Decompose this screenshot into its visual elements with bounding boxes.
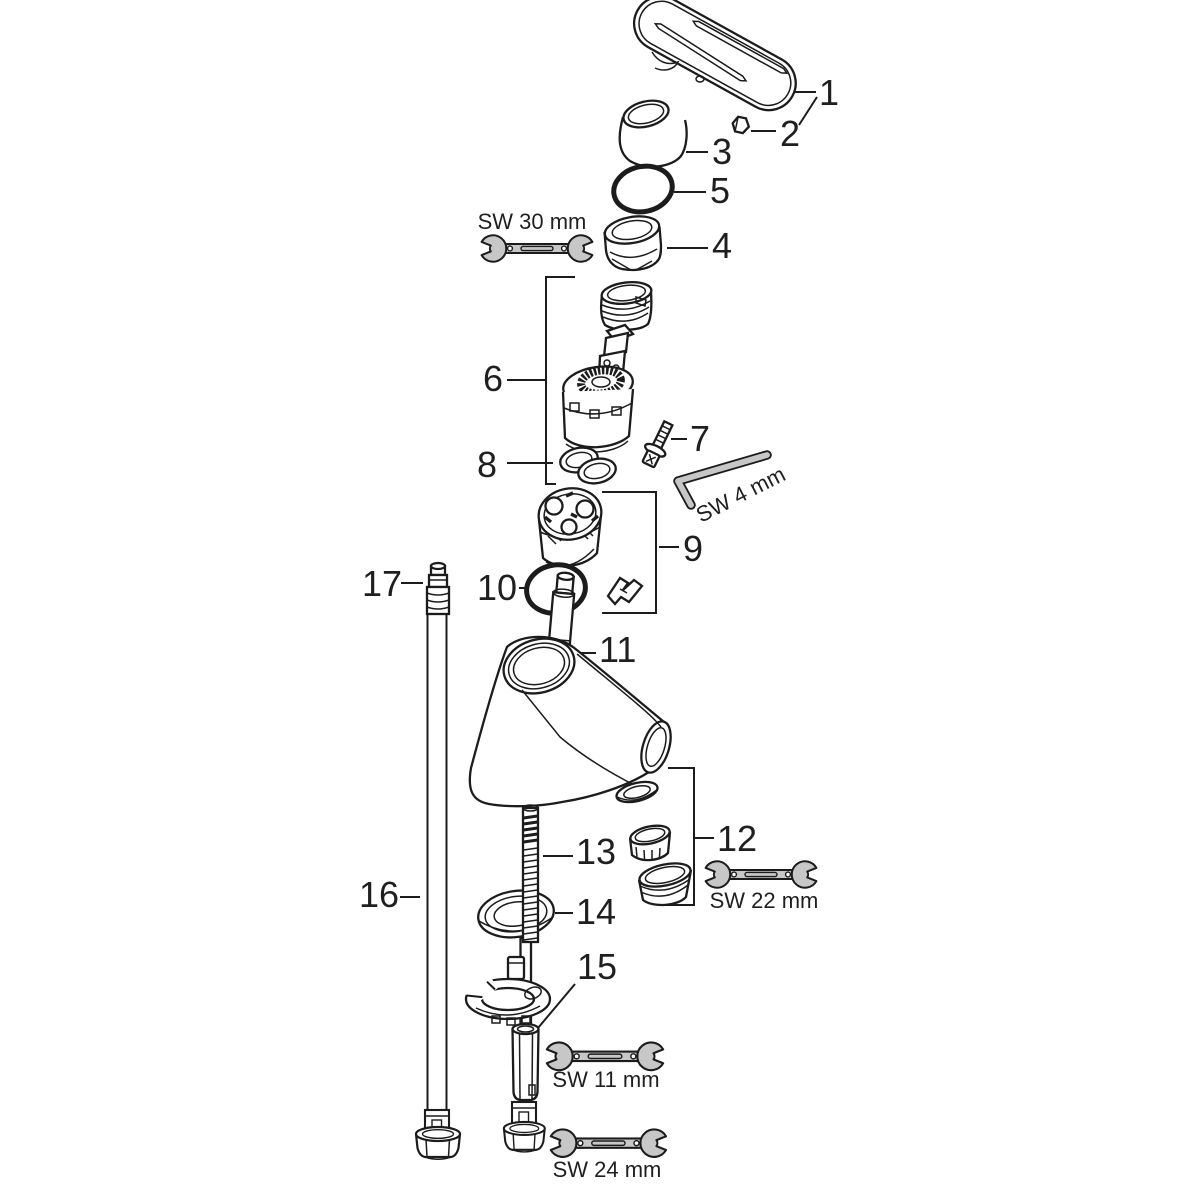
open-end-wrench-icon — [704, 860, 818, 889]
mounting-set — [460, 955, 552, 1153]
faucet-body — [468, 635, 672, 808]
fixing-screw — [641, 419, 674, 469]
tool-sw11-label: SW 11 mm — [552, 1067, 659, 1092]
callout-16-label: 16 — [359, 874, 399, 915]
callout-14-label: 14 — [576, 891, 616, 932]
aerator-group — [615, 780, 693, 907]
aerator-shell — [637, 862, 693, 907]
hose-nut-left — [414, 1125, 462, 1161]
handle-lever — [632, 0, 797, 112]
callout-5-label: 5 — [710, 170, 730, 211]
tool-sw22: SW 22 mm — [704, 860, 819, 913]
handle-sleeve — [618, 99, 688, 168]
callout-9-label: 9 — [683, 528, 703, 569]
non-return-valve — [537, 487, 644, 606]
bracket-part6 — [545, 276, 575, 485]
retaining-nut — [603, 215, 663, 272]
supply-hose — [414, 561, 462, 1161]
cartridge-group — [561, 280, 653, 453]
callout-3-label: 3 — [712, 131, 732, 172]
tool-sw11: SW 11 mm — [545, 1041, 665, 1092]
tool-sw30: SW 30 mm — [478, 209, 594, 263]
hose-tube — [426, 614, 448, 1110]
bracket-part9 — [602, 491, 657, 614]
tool-sw24-label: SW 24 mm — [553, 1157, 662, 1182]
open-end-wrench-icon — [549, 1128, 668, 1158]
cartridge-thread-ring — [599, 280, 653, 331]
pin-plug — [731, 115, 751, 135]
callout-12-label: 12 — [717, 818, 757, 859]
callout-8-label: 8 — [477, 444, 497, 485]
callout-7-label: 7 — [690, 418, 710, 459]
callout-labels: 1 2 3 5 4 6 7 8 9 10 11 17 12 13 14 16 1… — [359, 72, 839, 987]
leader-lines — [400, 91, 818, 1029]
open-end-wrench-icon — [480, 234, 594, 263]
callout-1-label: 1 — [819, 72, 839, 113]
hose-hex-adapter — [511, 1022, 540, 1102]
cartridge-body — [561, 323, 635, 453]
hex-key-icon — [673, 450, 772, 510]
hose-top-connector — [425, 561, 451, 616]
callout-10-label: 10 — [477, 567, 517, 608]
aerator-insert — [628, 824, 672, 862]
callout-11-label: 11 — [599, 629, 636, 670]
hose-nut-mid — [502, 1120, 546, 1153]
callout-17-label: 17 — [362, 563, 402, 604]
tool-sw30-label: SW 30 mm — [478, 209, 587, 234]
stabilizer-ring — [477, 889, 555, 939]
callout-6-label: 6 — [483, 358, 503, 399]
spout-gasket — [615, 780, 659, 804]
seal-set — [559, 446, 617, 485]
callout-13-label: 13 — [576, 831, 616, 872]
tool-sw4: SW 4 mm — [673, 450, 789, 527]
callout-4-label: 4 — [712, 225, 732, 266]
callout-2-label: 2 — [780, 113, 800, 154]
bracket-part12 — [658, 767, 714, 906]
o-ring-large — [611, 163, 675, 215]
tool-sw22-label: SW 22 mm — [710, 888, 819, 913]
horseshoe-washer — [460, 976, 552, 1026]
tool-sw24: SW 24 mm — [549, 1128, 668, 1182]
callout-15-label: 15 — [577, 946, 617, 987]
retaining-clip — [606, 576, 644, 606]
